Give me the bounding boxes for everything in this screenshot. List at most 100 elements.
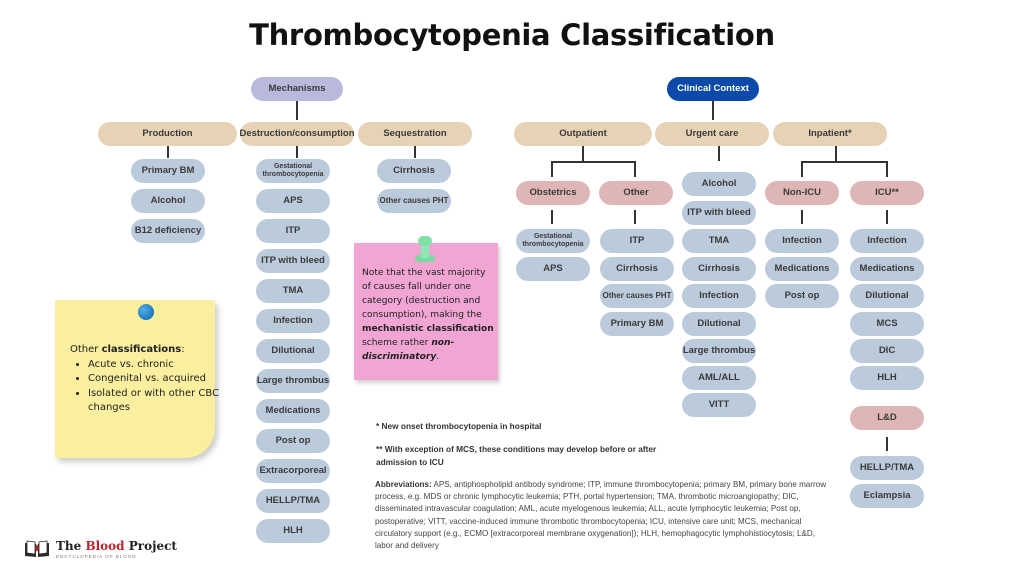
leaf-node: Alcohol xyxy=(131,189,205,213)
leaf-node: Dilutional xyxy=(682,312,756,336)
leaf-node: ITP with bleed xyxy=(682,201,756,225)
subcategory-other: Other xyxy=(599,181,673,205)
leaf-node: Cirrhosis xyxy=(600,257,674,281)
leaf-node: AML/ALL xyxy=(682,366,756,390)
leaf-node: Infection xyxy=(850,229,924,253)
category-inpatient: Inpatient* xyxy=(773,122,887,146)
connector-line xyxy=(835,146,837,161)
leaf-node: VITT xyxy=(682,393,756,417)
yellow-note-item: Isolated or with other CBC changes xyxy=(88,387,220,416)
yellow-note-suffix: : xyxy=(181,344,185,355)
leaf-node: Other causes PHT xyxy=(377,189,451,213)
leaf-node: Medications xyxy=(765,257,839,281)
category-outpatient: Outpatient xyxy=(514,122,652,146)
pink-note-plain: Note that the vast majority of causes fa… xyxy=(362,268,486,320)
leaf-node: TMA xyxy=(256,279,330,303)
abbreviations-paragraph: Abbreviations: APS, antiphospholipid ant… xyxy=(375,479,830,552)
leaf-node: Cirrhosis xyxy=(377,159,451,183)
leaf-node: TMA xyxy=(682,229,756,253)
leaf-node: Post op xyxy=(765,284,839,308)
pink-note-bold: mechanistic classification xyxy=(362,324,494,334)
connector-line xyxy=(296,101,298,120)
connector-line xyxy=(801,210,803,224)
logo-name: The Blood Project xyxy=(56,539,177,553)
leaf-node: Cirrhosis xyxy=(682,257,756,281)
connector-line xyxy=(712,101,714,120)
leaf-node: HLH xyxy=(850,366,924,390)
subcategory-labor-delivery: L&D xyxy=(850,406,924,430)
blue-pushpin-icon xyxy=(138,304,154,320)
connector-line xyxy=(414,146,416,158)
yellow-note-prefix: Other xyxy=(70,344,102,355)
leaf-node: Gestational thrombocytopenia xyxy=(256,159,330,183)
connector-line xyxy=(886,437,888,451)
connector-line xyxy=(296,146,298,158)
leaf-node: Medications xyxy=(850,257,924,281)
leaf-node: Dilutional xyxy=(850,284,924,308)
leaf-node: ITP xyxy=(256,219,330,243)
yellow-note-list: Acute vs. chronic Congenital vs. acquire… xyxy=(70,358,220,416)
connector-line xyxy=(634,210,636,224)
yellow-note-bold: classifications xyxy=(101,344,182,355)
yellow-note-text: Other classifications: Acute vs. chronic… xyxy=(70,343,220,416)
leaf-node: Alcohol xyxy=(682,172,756,196)
leaf-node: Infection xyxy=(765,229,839,253)
blood-project-logo[interactable]: The Blood Project ENCYCLOPEDIA OF BLOOD xyxy=(24,539,177,559)
leaf-node: Eclampsia xyxy=(850,484,924,508)
leaf-node: APS xyxy=(516,257,590,281)
category-production: Production xyxy=(98,122,237,146)
leaf-node: Extracorporeal xyxy=(256,459,330,483)
clinical-context-root-node: Clinical Context xyxy=(667,77,759,101)
leaf-node: ITP with bleed xyxy=(256,249,330,273)
leaf-node: ITP xyxy=(600,229,674,253)
logo-name-part3: Project xyxy=(124,539,177,553)
category-destruction-consumption: Destruction/consumption xyxy=(239,122,355,146)
logo-name-part2: Blood xyxy=(85,539,125,553)
footnote-double-asterisk-line2: admission to ICU xyxy=(376,457,444,467)
leaf-node: Infection xyxy=(256,309,330,333)
leaf-node: MCS xyxy=(850,312,924,336)
leaf-node: Dilutional xyxy=(256,339,330,363)
subcategory-obstetrics: Obstetrics xyxy=(516,181,590,205)
yellow-note-heading: Other classifications: xyxy=(70,343,220,358)
connector-line xyxy=(634,161,636,177)
pink-note-after: scheme rather xyxy=(362,338,432,348)
connector-line xyxy=(886,210,888,224)
leaf-node: Medications xyxy=(256,399,330,423)
abbreviations-text: APS, antiphospholipid antibody syndrome;… xyxy=(375,480,827,551)
connector-line xyxy=(801,161,803,177)
yellow-sticky-note xyxy=(55,300,215,458)
green-pushpin-icon xyxy=(415,255,435,262)
connector-line xyxy=(582,146,584,161)
pink-note-text: Note that the vast majority of causes fa… xyxy=(362,266,494,364)
leaf-node: HLH xyxy=(256,519,330,543)
yellow-note-item: Acute vs. chronic xyxy=(88,358,220,373)
leaf-node: Large thrombus xyxy=(256,369,330,393)
connector-line xyxy=(551,161,635,163)
book-blood-drop-icon xyxy=(24,540,50,558)
connector-line xyxy=(551,210,553,224)
leaf-node: B12 deficiency xyxy=(131,219,205,243)
abbreviations-label: Abbreviations: xyxy=(375,480,432,489)
category-urgent-care: Urgent care xyxy=(655,122,769,146)
leaf-node: Post op xyxy=(256,429,330,453)
category-sequestration: Sequestration xyxy=(358,122,472,146)
leaf-node: Infection xyxy=(682,284,756,308)
green-pushpin-icon xyxy=(418,236,432,246)
connector-line xyxy=(886,161,888,177)
page-title: Thrombocytopenia Classification xyxy=(249,18,775,52)
connector-line xyxy=(801,161,887,163)
connector-line xyxy=(551,161,553,177)
logo-subtitle: ENCYCLOPEDIA OF BLOOD xyxy=(56,554,137,559)
pink-note-end: . xyxy=(436,352,440,362)
leaf-node: HELLP/TMA xyxy=(850,456,924,480)
yellow-note-item: Congenital vs. acquired xyxy=(88,372,220,387)
pink-note-bold-italic: non-discriminatory xyxy=(362,338,455,362)
leaf-node: DIC xyxy=(850,339,924,363)
connector-line xyxy=(718,146,720,161)
leaf-node: Other causes PHT xyxy=(600,284,674,308)
connector-line xyxy=(167,146,169,158)
leaf-node: Primary BM xyxy=(600,312,674,336)
mechanisms-root-node: Mechanisms xyxy=(251,77,343,101)
green-pushpin-icon xyxy=(421,244,429,258)
